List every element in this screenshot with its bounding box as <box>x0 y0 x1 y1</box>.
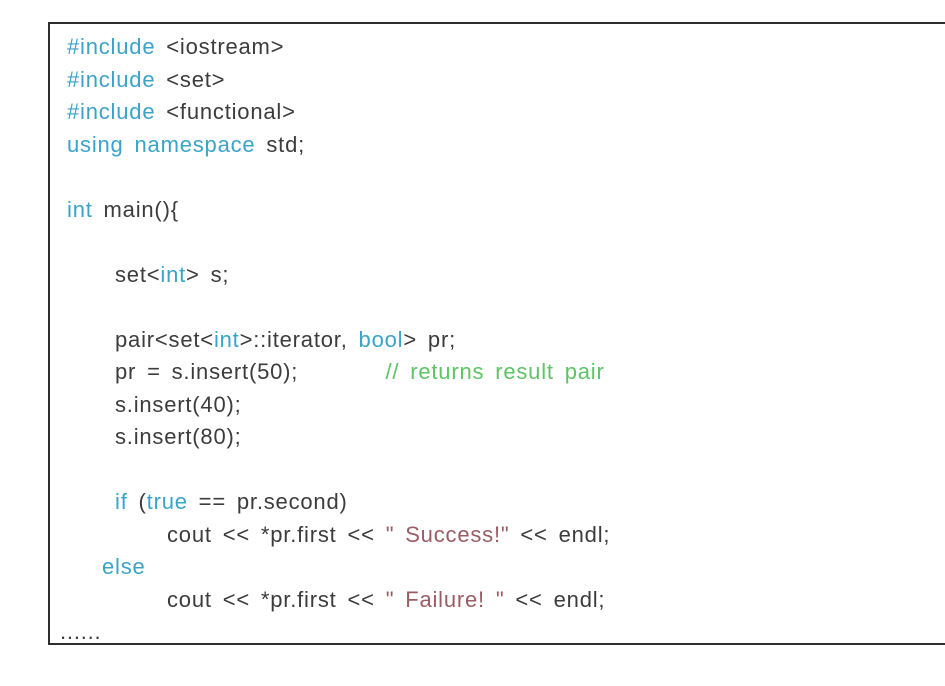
code-token-default: std; <box>255 131 306 157</box>
code-line: #include <set> <box>50 64 945 97</box>
code-token-default: pair<set< <box>115 326 214 352</box>
code-token-keyword: bool <box>358 326 404 352</box>
code-token-default: cout << *pr.first << <box>167 586 386 612</box>
code-token-default: cout << *pr.first << <box>167 521 386 547</box>
code-line <box>50 454 945 487</box>
code-token-default: <set> <box>155 66 226 92</box>
code-line <box>50 226 945 259</box>
code-line: set<int> s; <box>50 259 945 292</box>
code-line: s.insert(80); <box>50 421 945 454</box>
code-token-default: <iostream> <box>155 34 285 59</box>
code-line: s.insert(40); <box>50 389 945 422</box>
code-token-keyword: int <box>213 326 240 352</box>
code-line: ...... <box>50 616 945 644</box>
code-token-keyword: #include <box>67 99 156 124</box>
code-token-default: <functional> <box>155 99 296 124</box>
code-token-keyword: int <box>67 196 93 222</box>
code-token-keyword: #include <box>67 34 156 59</box>
code-token-default: << endl; <box>504 586 606 612</box>
code-token-keyword: using namespace <box>67 131 256 157</box>
code-block: #include <iostream>#include <set>#includ… <box>50 24 945 644</box>
code-token-default: ...... <box>60 619 102 644</box>
code-token-keyword: true <box>146 489 188 514</box>
code-line: cout << *pr.first << " Success!" << endl… <box>50 519 945 552</box>
code-token-default: ( <box>127 489 147 514</box>
code-line: #include <iostream> <box>50 31 945 64</box>
code-line: if (true == pr.second) <box>50 486 945 519</box>
code-line: pr = s.insert(50); // returns result pai… <box>50 356 945 389</box>
code-token-string: " Success!" <box>385 521 510 547</box>
code-line: else <box>50 551 945 584</box>
code-token-default: pr = s.insert(50); <box>115 359 386 384</box>
code-token-default: > pr; <box>403 326 456 352</box>
code-token-keyword: #include <box>67 66 156 92</box>
code-line: cout << *pr.first << " Failure! " << end… <box>50 584 945 617</box>
code-token-keyword: int <box>160 261 187 287</box>
code-line: pair<set<int>::iterator, bool> pr; <box>50 324 945 357</box>
code-token-default: set< <box>115 261 161 287</box>
code-token-default: s.insert(80); <box>115 424 242 449</box>
code-token-default: >::iterator, <box>239 326 359 352</box>
code-token-default: > s; <box>186 261 230 287</box>
code-token-default: main(){ <box>92 196 179 222</box>
code-line: #include <functional> <box>50 96 945 129</box>
code-token-string: " Failure! " <box>385 586 505 612</box>
code-box: #include <iostream>#include <set>#includ… <box>48 22 945 645</box>
code-token-comment: // returns result pair <box>385 359 605 384</box>
code-token-default: << endl; <box>509 521 611 547</box>
code-token-keyword: else <box>102 554 146 579</box>
code-line: using namespace std; <box>50 129 945 162</box>
code-line <box>50 291 945 324</box>
code-token-default: s.insert(40); <box>115 391 242 417</box>
code-line <box>50 161 945 194</box>
code-token-default: == pr.second) <box>187 489 348 514</box>
code-line: int main(){ <box>50 194 945 227</box>
code-token-keyword: if <box>115 489 128 514</box>
